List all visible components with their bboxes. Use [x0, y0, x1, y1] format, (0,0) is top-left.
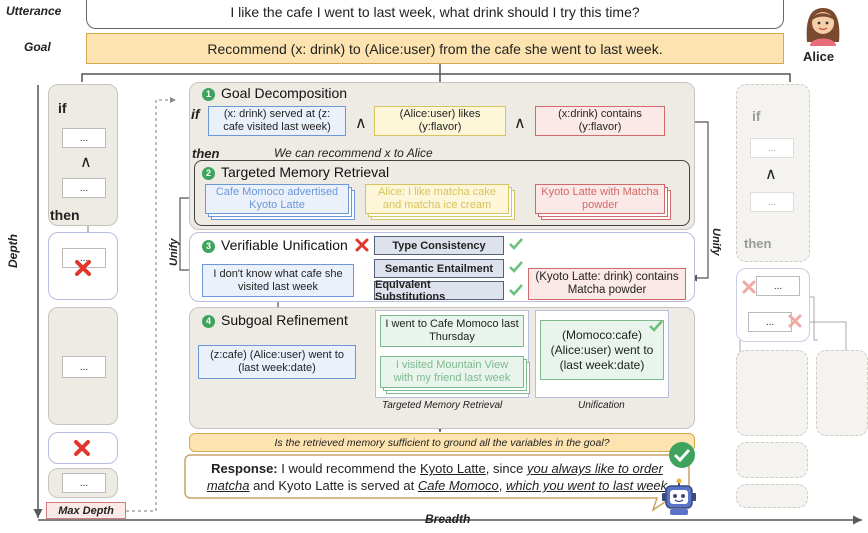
check-icon-1: [509, 238, 523, 250]
right-cond-1: ...: [750, 138, 794, 158]
decomp-and-1: ∧: [355, 115, 367, 132]
check-icon-2: [509, 261, 523, 273]
right-node-6: [736, 484, 808, 508]
response-text: Response: I would recommend the Kyoto La…: [196, 460, 678, 494]
decomp-then-text: We can recommend x to Alice: [274, 146, 433, 160]
unknown-cafe-box: I don't know what cafe she visited last …: [202, 264, 354, 297]
unified-result-box: (Kyoto Latte: drink) contains Matcha pow…: [528, 268, 686, 300]
step-2-icon: 2: [202, 167, 215, 180]
response-matcha: matcha: [206, 478, 250, 493]
left-cond-5: ...: [62, 473, 106, 493]
left-if-label: if: [58, 100, 67, 116]
right-node-4: [816, 350, 868, 436]
right-node-5: [736, 442, 808, 478]
decomp-cond-contains: (x:drink) contains (y:flavor): [535, 106, 665, 136]
decomp-then-label: then: [192, 146, 220, 161]
unification-label: Verifiable Unification: [221, 237, 348, 253]
check-type-consistency: Type Consistency: [374, 236, 504, 255]
unification-caption: Unification: [578, 400, 625, 411]
response-always-order: you always like to order: [526, 461, 663, 476]
check-icon-3: [509, 284, 523, 296]
response-went-last-week: which you went to last week: [506, 478, 668, 493]
right-cond-2: ...: [750, 192, 794, 212]
subgoal-title: 4 Subgoal Refinement: [202, 312, 348, 328]
memory-momoco-ad: Cafe Momoco advertised Kyoto Latte: [205, 184, 349, 214]
step-1-icon: 1: [202, 88, 215, 101]
goal-text: Recommend (x: drink) to (Alice:user) fro…: [207, 40, 663, 57]
alice-name: Alice: [803, 49, 835, 64]
check-equivalent-substitutions: Equivalent Substitutions: [374, 279, 504, 303]
response-kyoto-latte: Kyoto Latte: [420, 461, 486, 476]
robot-icon: [662, 478, 696, 515]
left-and-symbol: ∧: [80, 154, 92, 171]
left-if-panel: [48, 84, 118, 226]
utterance-text: I like the cafe I went to last week, wha…: [230, 4, 640, 20]
alice-avatar: [806, 8, 840, 46]
left-cond-1: ...: [62, 128, 106, 148]
left-then-label: then: [50, 207, 80, 223]
depth-label: Depth: [6, 234, 20, 268]
utterance-box: I like the cafe I went to last week, wha…: [86, 0, 784, 29]
right-node-3: [736, 350, 808, 436]
response-part-1: I would recommend the: [277, 461, 420, 476]
step-3-icon: 3: [202, 240, 215, 253]
right-and-symbol: ∧: [765, 166, 777, 183]
breadth-label: Breadth: [425, 512, 471, 526]
response-part-4: ,: [498, 478, 507, 493]
memory-retrieval-label: Targeted Memory Retrieval: [221, 164, 390, 180]
goal-decomposition-label: Goal Decomposition: [221, 85, 348, 101]
unify-right-label: Unify: [710, 228, 722, 256]
memory-matcha-likes: Alice: I like matcha cake and matcha ice…: [365, 184, 509, 214]
decomp-cond-likes: (Alice:user) likes (y:flavor): [374, 106, 506, 136]
subgoal-box: (z:cafe) (Alice:user) went to (last week…: [198, 345, 356, 379]
goal-label: Goal: [24, 40, 51, 54]
left-cross-icon-1: [75, 260, 91, 276]
memory-kyoto-latte: Kyoto Latte with Matcha powder: [535, 184, 665, 214]
goal-box: Recommend (x: drink) to (Alice:user) fro…: [86, 33, 784, 64]
memory-mountain-view: I visited Mountain View with my friend l…: [380, 356, 524, 388]
response-part-3: and Kyoto Latte is served at: [249, 478, 418, 493]
unified-check-icon: [649, 320, 663, 332]
right-if-label: if: [752, 108, 761, 124]
response-cafe-momoco: Cafe Momoco: [417, 478, 499, 493]
memory-caption: Targeted Memory Retrieval: [382, 400, 503, 411]
check-semantic-entailment: Semantic Entailment: [374, 259, 504, 278]
left-cross-icon-2: [74, 440, 90, 456]
right-cond-4: ...: [748, 312, 792, 332]
decomp-and-2: ∧: [514, 115, 526, 132]
utterance-label: Utterance: [6, 4, 62, 18]
goal-decomposition-title: 1 Goal Decomposition: [202, 85, 347, 101]
success-check-icon: [669, 442, 695, 468]
left-cond-4: ...: [62, 356, 106, 378]
decomp-if-label: if: [191, 106, 200, 122]
left-cond-2: ...: [62, 178, 106, 198]
response-part-2: , since: [485, 461, 527, 476]
right-then-label: then: [744, 236, 772, 251]
right-if-panel: [736, 84, 810, 262]
right-cross-icon-1: [742, 280, 756, 294]
unify-left-label: Unify: [168, 238, 180, 267]
sufficiency-question: Is the retrieved memory sufficient to gr…: [189, 433, 695, 452]
step-4-icon: 4: [202, 315, 215, 328]
max-depth-badge: Max Depth: [46, 502, 126, 519]
subgoal-label: Subgoal Refinement: [221, 312, 348, 328]
unified-momoco-box: (Momoco:cafe) (Alice:user) went to (last…: [540, 320, 664, 380]
decomp-cond-served-at: (x: drink) served at (z: cafe visited la…: [208, 106, 346, 136]
unification-title: 3 Verifiable Unification: [202, 237, 348, 253]
response-label: Response:: [211, 461, 278, 476]
right-cross-icon-2: [788, 314, 802, 328]
sufficiency-question-text: Is the retrieved memory sufficient to gr…: [274, 436, 610, 449]
unification-cross-icon: [355, 238, 369, 252]
memory-retrieval-title: 2 Targeted Memory Retrieval: [202, 164, 389, 180]
right-cond-3: ...: [756, 276, 800, 296]
memory-went-momoco: I went to Cafe Momoco last Thursday: [380, 315, 524, 347]
